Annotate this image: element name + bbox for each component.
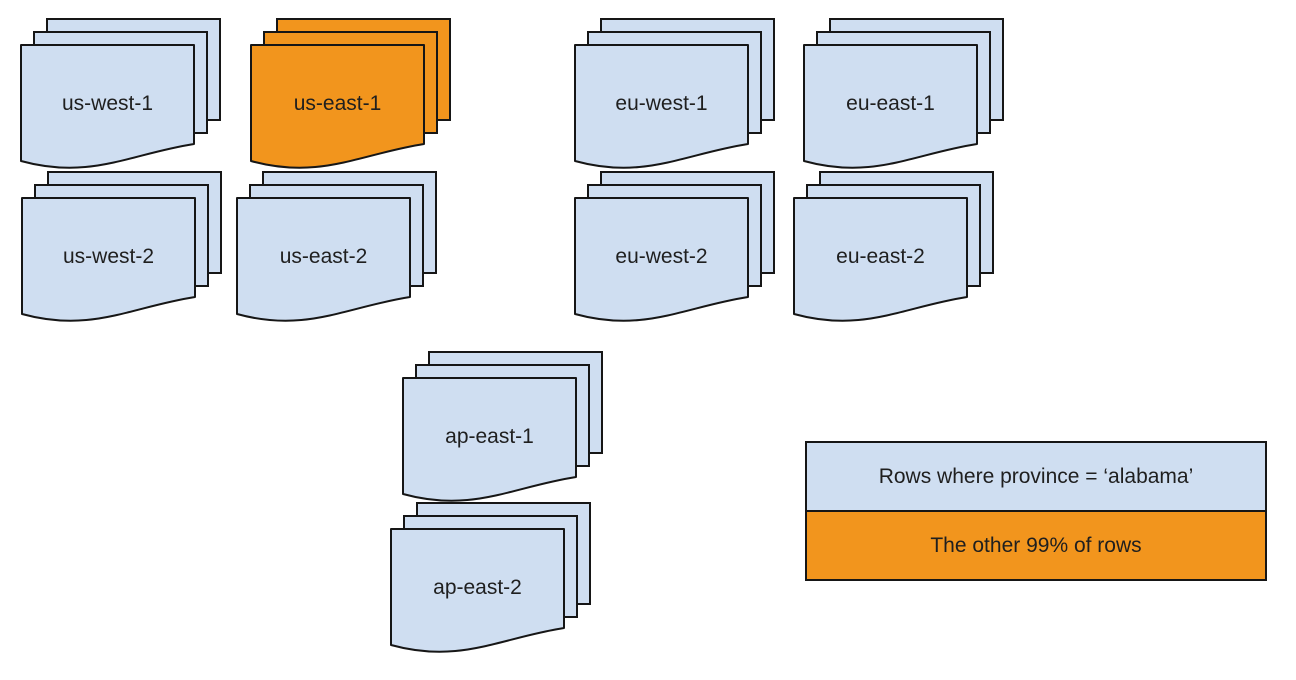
- legend-row-other: The other 99% of rows: [805, 510, 1267, 581]
- region-stack-us-east-1: us-east-1: [250, 18, 451, 169]
- region-stack-us-west-1: us-west-1: [20, 18, 221, 169]
- region-stack-ap-east-2: ap-east-2: [390, 502, 591, 653]
- legend: Rows where province = ‘alabama’ The othe…: [805, 441, 1267, 581]
- region-stack-eu-west-2: eu-west-2: [574, 171, 775, 322]
- region-label: ap-east-2: [433, 575, 522, 599]
- region-stack-eu-west-1: eu-west-1: [574, 18, 775, 169]
- region-stack-ap-east-1: ap-east-1: [402, 351, 603, 502]
- document-front-sheet: [21, 197, 196, 322]
- document-front-sheet: [803, 44, 978, 169]
- document-front-sheet: [402, 377, 577, 502]
- region-label: us-west-1: [61, 91, 154, 115]
- region-stack-us-west-2: us-west-2: [21, 171, 222, 322]
- region-label: eu-west-2: [615, 244, 708, 268]
- legend-row-label: Rows where province = ‘alabama’: [878, 464, 1194, 488]
- document-front-sheet: [390, 528, 565, 653]
- region-label: us-east-2: [279, 244, 368, 268]
- document-front-sheet: [20, 44, 195, 169]
- document-front-sheet: [793, 197, 968, 322]
- document-front-sheet: [250, 44, 425, 169]
- region-label: eu-west-1: [615, 91, 708, 115]
- document-front-sheet: [236, 197, 411, 322]
- region-stack-us-east-2: us-east-2: [236, 171, 437, 322]
- legend-row-alabama: Rows where province = ‘alabama’: [805, 441, 1267, 512]
- region-label: us-east-1: [293, 91, 382, 115]
- legend-row-label: The other 99% of rows: [930, 533, 1142, 557]
- region-stack-eu-east-2: eu-east-2: [793, 171, 994, 322]
- region-label: ap-east-1: [445, 424, 534, 448]
- document-front-sheet: [574, 44, 749, 169]
- region-label: eu-east-2: [836, 244, 925, 268]
- region-label: eu-east-1: [846, 91, 935, 115]
- region-label: us-west-2: [62, 244, 155, 268]
- document-front-sheet: [574, 197, 749, 322]
- region-stack-eu-east-1: eu-east-1: [803, 18, 1004, 169]
